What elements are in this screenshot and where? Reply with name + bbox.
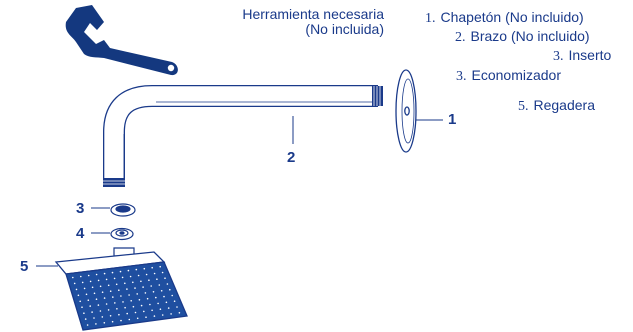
part-number: 3. — [553, 49, 564, 64]
part-number: 3. — [456, 69, 467, 84]
shower-arm-part — [103, 85, 383, 187]
tool-note-line1: Herramienta necesaria — [242, 6, 384, 22]
part-label: Regadera — [533, 97, 596, 113]
part-label: Chapetón (No incluido) — [440, 9, 584, 25]
part-number: 5. — [518, 99, 529, 114]
tool-required-note: Herramienta necesaria (No incluida) — [198, 7, 384, 37]
shower-head-nozzles — [72, 265, 181, 326]
part-label: Inserto — [568, 47, 612, 63]
parts-list-item: 3. Economizador — [456, 67, 562, 85]
part-label: Economizador — [471, 67, 562, 83]
shower-head-part — [54, 247, 188, 331]
callout-4: 4 — [76, 225, 85, 242]
wrench-icon — [65, 5, 178, 76]
callout-1: 1 — [448, 111, 457, 128]
parts-list-item: 2. Brazo (No incluido) — [455, 28, 590, 46]
insert-part — [110, 203, 136, 217]
callout-2: 2 — [287, 149, 296, 166]
callout-3: 3 — [76, 200, 85, 217]
leader-lines — [36, 116, 443, 267]
part-number: 1. — [425, 11, 436, 26]
flange-part — [395, 69, 417, 153]
tool-note-line2: (No incluida) — [305, 21, 384, 37]
part-number: 2. — [455, 30, 466, 45]
parts-list-item: 3. Inserto — [553, 47, 612, 65]
callout-5: 5 — [20, 258, 29, 275]
economizer-part — [110, 227, 134, 241]
parts-list-item: 1. Chapetón (No incluido) — [425, 9, 584, 27]
part-label: Brazo (No incluido) — [470, 28, 590, 44]
parts-list-item: 5. Regadera — [518, 97, 596, 115]
